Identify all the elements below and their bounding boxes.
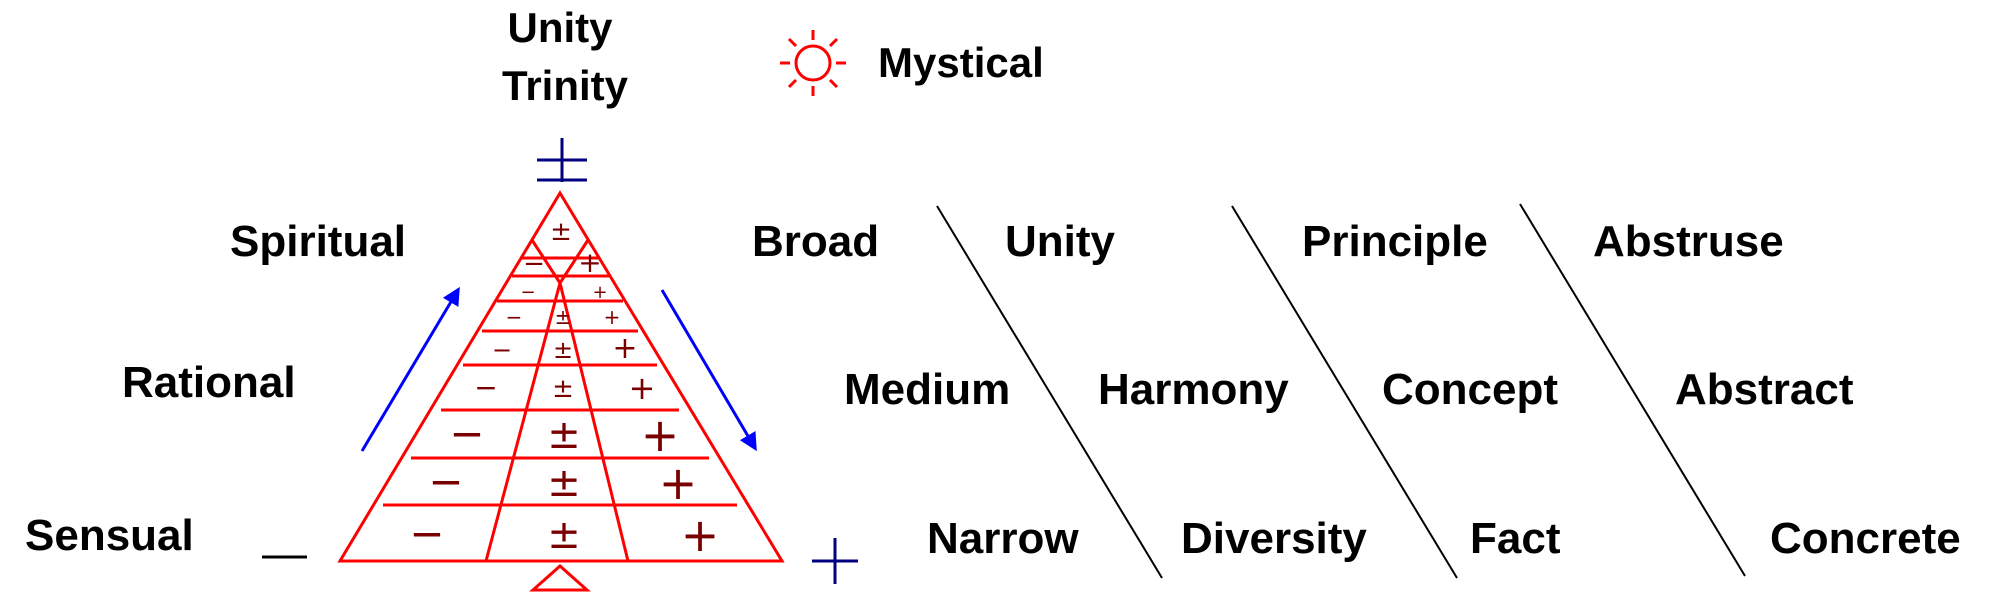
col3-fact: Fact <box>1470 514 1561 563</box>
top-plus-minus-symbol <box>537 138 587 182</box>
pyramid-cell-signs: ± − + − + − ± + − ± + − ± + − ± + − ± + … <box>409 217 719 562</box>
col1-narrow: Narrow <box>927 514 1079 563</box>
cell-minus: − <box>520 282 535 303</box>
cell-top-plus-minus: ± <box>550 217 572 247</box>
ascending-arrow <box>360 286 460 452</box>
cell-plus: + <box>612 331 637 366</box>
cell-plus: + <box>641 408 680 462</box>
col2-harmony: Harmony <box>1098 365 1289 414</box>
legend-mystical-label: Mystical <box>878 39 1044 86</box>
col4-abstruse: Abstruse <box>1593 217 1784 266</box>
cell-plus: + <box>681 508 720 562</box>
col1-broad: Broad <box>752 217 879 266</box>
pyramid <box>337 190 785 592</box>
col1-medium: Medium <box>844 365 1010 414</box>
level-spiritual: Spiritual <box>230 217 406 266</box>
col3-principle: Principle <box>1302 217 1488 266</box>
cell-plus-minus: ± <box>547 512 581 558</box>
cell-plus-minus: ± <box>547 460 581 506</box>
cell-plus: + <box>578 246 601 279</box>
cell-minus: − <box>449 409 484 458</box>
cell-plus: + <box>604 305 621 329</box>
sun-icon <box>780 30 846 96</box>
cell-plus-minus: ± <box>552 374 574 404</box>
header-trinity: Trinity <box>502 62 629 109</box>
col2-diversity: Diversity <box>1181 514 1367 563</box>
cell-minus: − <box>492 336 512 364</box>
cell-minus: − <box>428 457 463 506</box>
cell-plus-minus: ± <box>553 336 573 364</box>
cell-plus: + <box>659 456 698 510</box>
cell-minus: − <box>523 249 545 279</box>
cell-minus: − <box>474 371 497 404</box>
cell-minus: − <box>409 509 444 558</box>
right-plus-symbol <box>812 538 858 584</box>
col3-concept: Concept <box>1382 365 1558 414</box>
level-rational: Rational <box>122 358 296 407</box>
header-unity: Unity <box>508 4 614 51</box>
descending-arrow <box>660 289 757 452</box>
col4-concrete: Concrete <box>1770 514 1961 563</box>
col4-abstract: Abstract <box>1675 365 1854 414</box>
level-sensual: Sensual <box>25 511 194 560</box>
cell-plus: + <box>592 282 607 303</box>
cell-plus-minus: ± <box>555 305 572 329</box>
col2-unity: Unity <box>1005 217 1116 266</box>
cell-plus-minus: ± <box>547 412 581 458</box>
column-dividers <box>936 203 1746 579</box>
cell-minus: − <box>506 305 523 329</box>
cell-plus: + <box>629 369 656 407</box>
